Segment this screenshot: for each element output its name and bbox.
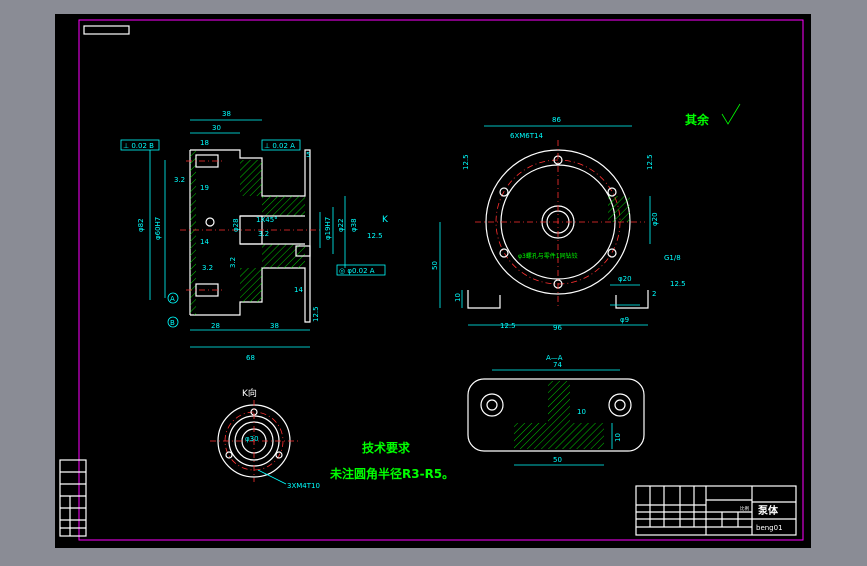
k-view	[210, 400, 298, 485]
dim-10-section-b: 10	[614, 433, 622, 442]
section-aa-view	[467, 369, 645, 466]
gdt-concentric: ◎ φ0.02 A	[339, 267, 375, 275]
datum-b: B	[170, 319, 175, 327]
dim-86: 86	[552, 116, 561, 124]
scale-label: 比例	[740, 505, 749, 512]
dim-phi30: φ30	[245, 435, 259, 443]
side-view	[439, 125, 651, 326]
dim-10: 10	[454, 293, 462, 302]
dim-6xm6t14: 6XM6T14	[510, 132, 543, 140]
hole-note: φ3螺孔与零件1同钻铰	[518, 252, 578, 260]
dim-14: 14	[200, 238, 209, 246]
dim-phi19h7: φ19H7	[324, 217, 332, 240]
dim-38-bottom: 38	[270, 322, 279, 330]
section-aa-label: A—A	[546, 354, 563, 362]
roughness-12-5b: 12.5	[312, 306, 320, 322]
gdt-perp-b: ⊥ 0.02 B	[123, 142, 154, 150]
part-name: 泵体	[758, 504, 779, 517]
roughness-12-5f: 12.5	[670, 280, 686, 288]
dim-14b: 14	[294, 286, 303, 294]
drawing-code: beng01	[756, 524, 783, 532]
title-block	[635, 485, 797, 536]
dim-74: 74	[553, 361, 562, 369]
corner-box	[83, 25, 130, 35]
dim-28: 28	[211, 322, 220, 330]
dim-3-2b: 3.2	[202, 264, 213, 272]
dim-5: 5	[306, 151, 310, 159]
roughness-3-2c: 3.2	[258, 230, 269, 238]
roughness-symbol-icon	[721, 103, 741, 125]
roughness-12-5d: 12.5	[646, 154, 654, 170]
gdt-perp-a: ⊥ 0.02 A	[264, 142, 295, 150]
roughness-3-2d: 3.2	[229, 257, 237, 268]
dim-phi20-side: φ20	[651, 212, 659, 226]
view-k-label: K向	[242, 387, 257, 399]
dim-1x45: 1X45°	[256, 216, 278, 224]
dim-phi60h7: φ60H7	[154, 217, 162, 240]
dim-68: 68	[246, 354, 255, 362]
dim-phi9: φ9	[620, 316, 629, 324]
tech-req-text: 未注圆角半径R3-R5。	[329, 466, 454, 481]
revision-strip	[59, 459, 87, 537]
dim-2: 2	[652, 290, 656, 298]
dim-phi38: φ38	[350, 218, 358, 232]
dim-phi28: φ28	[232, 218, 240, 232]
dim-50-section: 50	[553, 456, 562, 464]
datum-a: A	[170, 295, 175, 303]
dim-19: 19	[200, 184, 209, 192]
tech-req-title: 技术要求	[362, 440, 411, 455]
dim-phi22: φ22	[337, 218, 345, 232]
dim-30-top: 30	[212, 124, 221, 132]
dim-96: 96	[553, 324, 562, 332]
dim-18: 18	[200, 139, 209, 147]
k-arrow-label: K	[382, 215, 389, 225]
dim-10-section: 10	[577, 408, 586, 416]
dim-38-top: 38	[222, 110, 231, 118]
dim-3-2a: 3.2	[174, 176, 185, 184]
dim-3xm4t10: 3XM4T10	[287, 482, 320, 490]
rest-finish-label: 其余	[685, 112, 710, 127]
drawing-frame	[78, 19, 804, 541]
roughness-12-5a: 12.5	[367, 232, 383, 240]
dim-50: 50	[431, 261, 439, 270]
front-section-view	[120, 119, 386, 348]
roughness-12-5e: 12.5	[500, 322, 516, 330]
dim-phi82: φ82	[137, 218, 145, 232]
paper	[55, 14, 811, 548]
dim-phi20-bottom: φ20	[618, 275, 632, 283]
dim-g1-8: G1/8	[664, 254, 681, 262]
roughness-12-5c: 12.5	[462, 154, 470, 170]
